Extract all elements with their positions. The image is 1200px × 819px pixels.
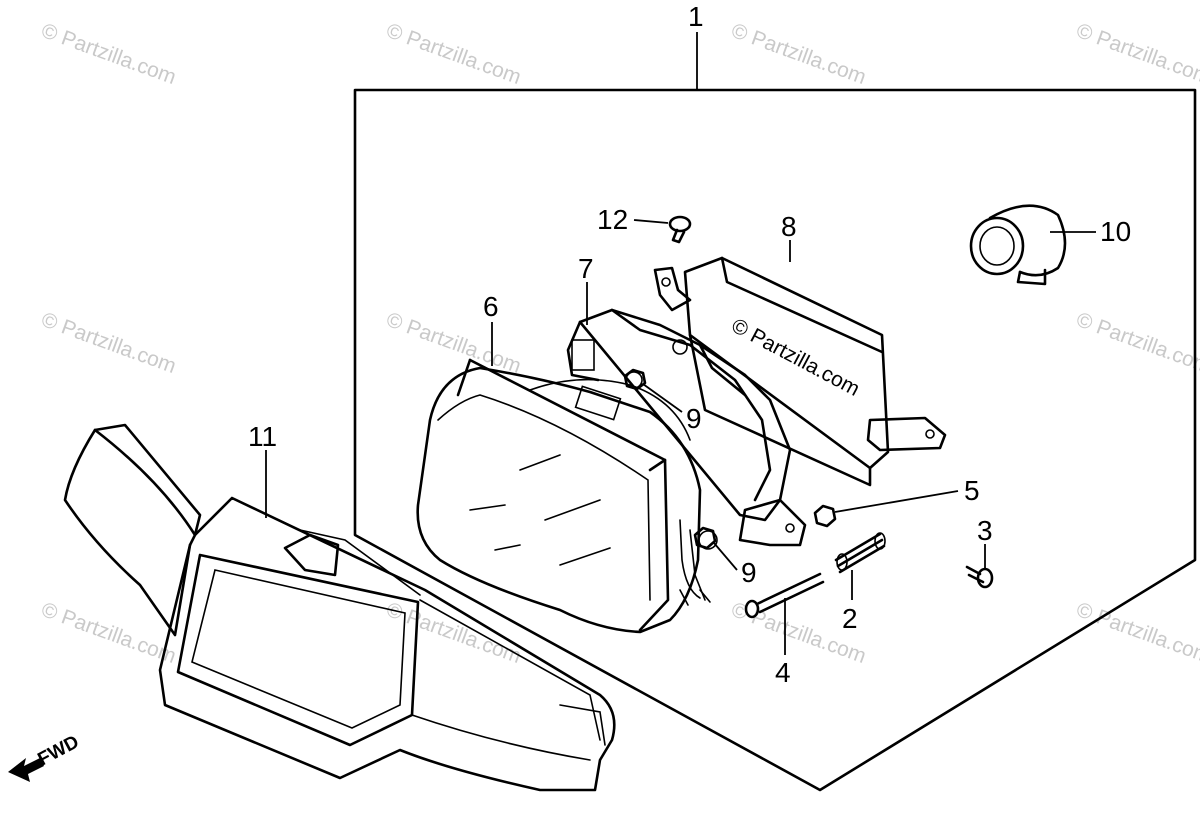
forward-arrow-icon: [8, 758, 44, 782]
part-8-case[interactable]: [653, 256, 947, 487]
watermark: © Partzilla.com: [383, 19, 524, 89]
callout-7[interactable]: 7: [578, 253, 594, 284]
part-9-nut-upper[interactable]: [623, 368, 647, 391]
callout-6[interactable]: 6: [483, 291, 499, 322]
copyright-label: © Partzilla.com: [728, 314, 864, 401]
part-5-nut[interactable]: [813, 504, 837, 528]
part-11-cowl[interactable]: [63, 423, 616, 792]
part-3-screw[interactable]: [965, 565, 994, 589]
part-4-bolt[interactable]: [744, 572, 825, 619]
watermark: © Partzilla.com: [383, 308, 524, 378]
forward-direction-indicator: FWD: [8, 732, 83, 782]
callout-8[interactable]: 8: [781, 211, 797, 242]
part-12-screw[interactable]: [668, 215, 692, 244]
callout-9b[interactable]: 9: [741, 557, 757, 588]
callout-labels: 1 2 3 4 5 6 7 8 9 9 10 11 12: [248, 1, 1131, 688]
watermark: © Partzilla.com: [1073, 308, 1200, 378]
watermark: © Partzilla.com: [38, 19, 179, 89]
callout-9a[interactable]: 9: [686, 403, 702, 434]
callout-10[interactable]: 10: [1100, 216, 1131, 247]
part-7-frame[interactable]: [566, 308, 807, 547]
callout-2[interactable]: 2: [842, 603, 858, 634]
part-6-headlight-unit[interactable]: [416, 358, 718, 634]
leader-lines: [265, 32, 1096, 655]
callout-12[interactable]: 12: [597, 204, 628, 235]
callout-3[interactable]: 3: [977, 515, 993, 546]
watermark-layer: © Partzilla.com © Partzilla.com © Partzi…: [38, 19, 1200, 668]
callout-4[interactable]: 4: [775, 657, 791, 688]
part-9-nut-lower[interactable]: [693, 526, 717, 550]
callout-1[interactable]: 1: [688, 1, 704, 32]
callout-5[interactable]: 5: [964, 475, 980, 506]
watermark: © Partzilla.com: [38, 308, 179, 378]
callout-11[interactable]: 11: [248, 421, 277, 452]
forward-label: FWD: [34, 732, 82, 771]
part-10-socket[interactable]: [969, 204, 1067, 286]
watermark: © Partzilla.com: [1073, 19, 1200, 89]
part-2-spring[interactable]: [834, 532, 886, 574]
assembly-boundary: [353, 88, 1197, 792]
watermark: © Partzilla.com: [728, 19, 869, 89]
watermark: © Partzilla.com: [1073, 598, 1200, 668]
